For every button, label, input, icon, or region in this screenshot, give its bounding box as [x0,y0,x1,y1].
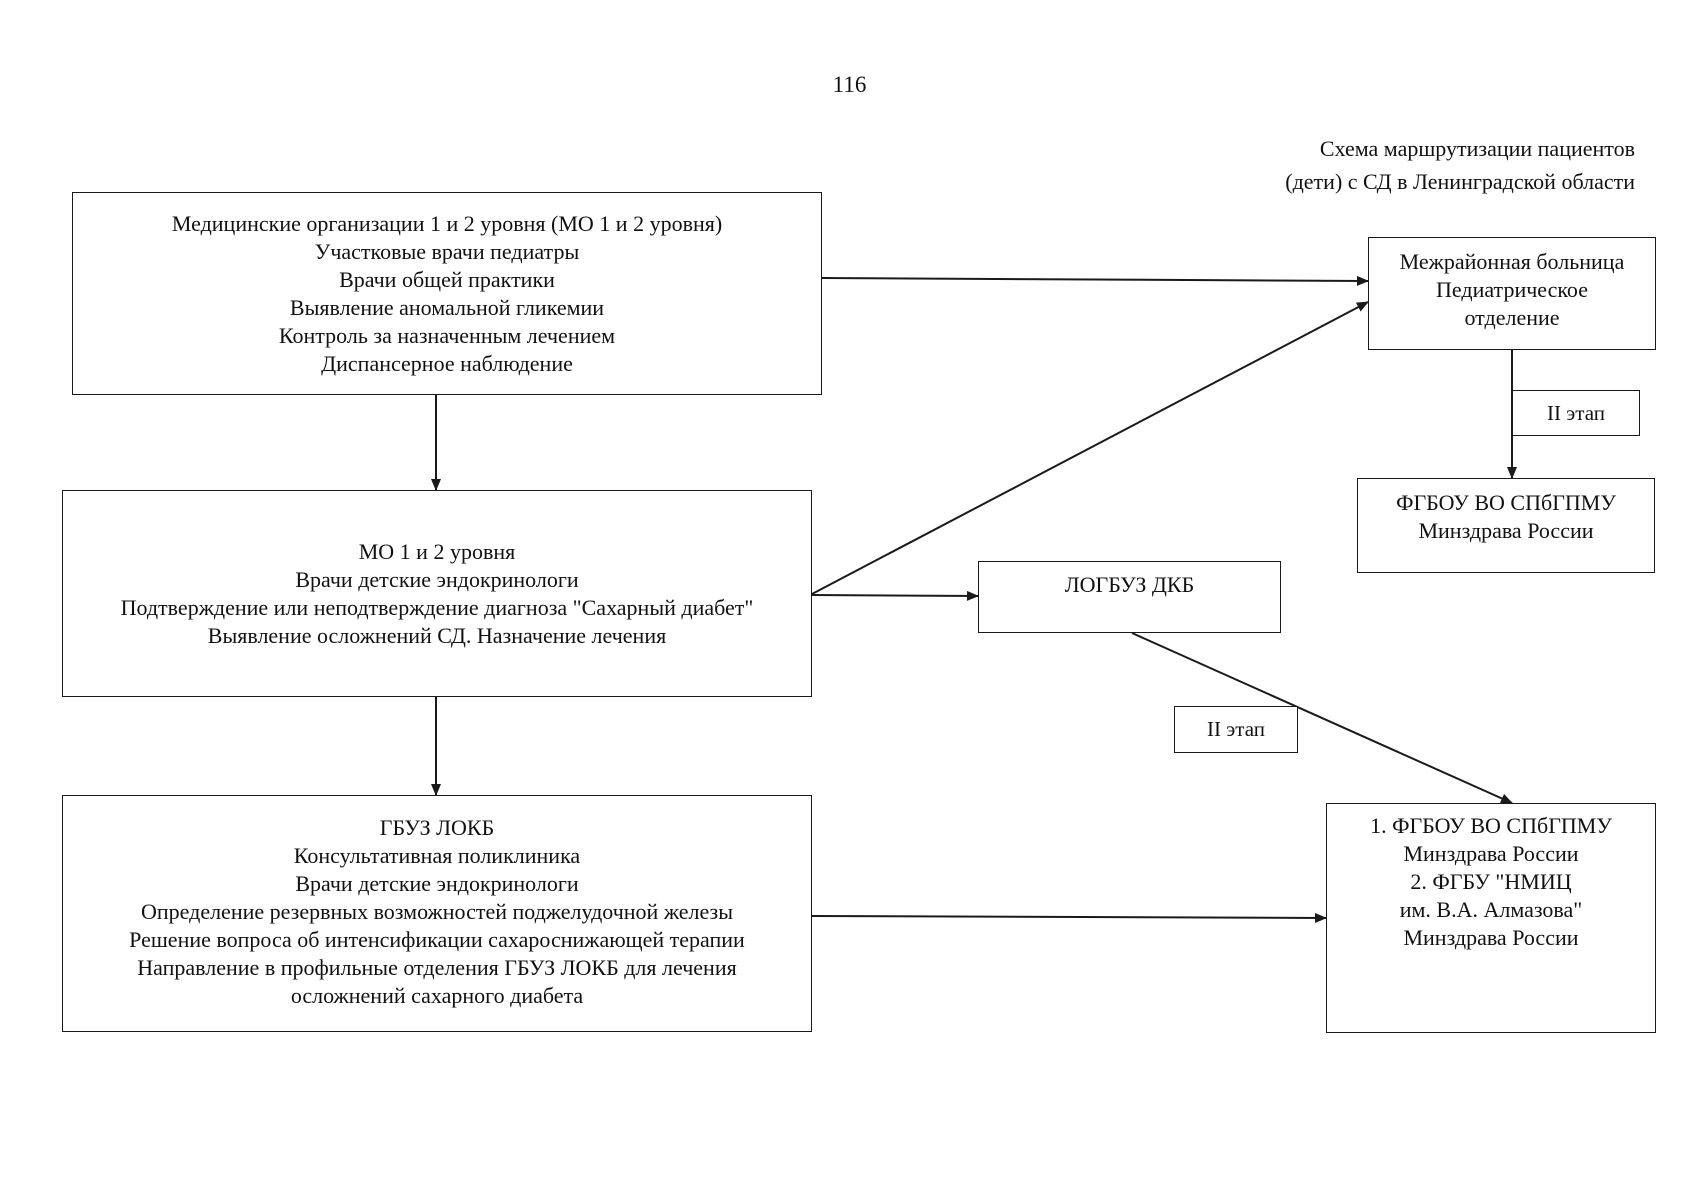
box-regional-line-2: Консультативная поликлиника [293,843,581,868]
diagram-caption: Схема маршрутизации пациентов (дети) с С… [1285,132,1635,198]
box-endocrinology-line-3: Подтверждение или неподтверждение диагно… [120,594,754,620]
stage-label-lower: II этап [1174,706,1298,753]
box-endocrinology-line-1: МО 1 и 2 уровня [358,538,516,564]
box-primary-care-line-4: Выявление аномальной гликемии [289,295,605,320]
box-endocrinology-line-4: Выявление осложнений СД. Назначение лече… [207,622,667,648]
box-federal-line-5: Минздрава России [1403,925,1579,950]
box-endocrinology-line-2: Врачи детские эндокринологи [295,566,579,592]
box-regional-line-4: Определение резервных возможностей подже… [140,899,733,924]
box-federal-centers: 1. ФГБОУ ВО СПбГПМУ Минздрава России 2. … [1326,803,1656,1033]
box-spbgpmu-line-2: Минздрава России [1418,518,1594,543]
box-spbgpmu-line-1: ФГБОУ ВО СПбГПМУ [1396,490,1616,515]
box-federal-line-4: им. В.А. Алмазова" [1399,897,1583,922]
arrow-primary-to-interdistrict [821,275,1369,286]
caption-line-1: Схема маршрутизации пациентов [1319,136,1635,161]
box-regional-line-6: Направление в профильные отделения ГБУЗ … [137,955,737,980]
box-federal-line-1: 1. ФГБОУ ВО СПбГПМУ [1370,813,1612,838]
arrow-endocrinology-to-logbuz [811,590,979,601]
arrow-regional-to-federal [811,912,1327,923]
box-interdistrict-line-3: отделение [1464,305,1560,330]
box-interdistrict-hospital: Межрайонная больница Педиатрическое отде… [1368,237,1656,350]
caption-line-2: (дети) с СД в Ленинградской области [1285,169,1635,194]
box-primary-care-line-2: Участковые врачи педиатры [314,239,580,264]
page-number: 116 [832,72,867,97]
box-spbgpmu: ФГБОУ ВО СПбГПМУ Минздрава России [1357,478,1655,573]
box-federal-line-3: 2. ФГБУ "НМИЦ [1410,869,1572,894]
arrow-endocrinology-to-interdistrict [811,301,1369,595]
box-primary-care-line-6: Диспансерное наблюдение [321,351,573,376]
stage-label-upper: II этап [1512,390,1640,436]
box-interdistrict-line-2: Педиатрическое [1436,277,1588,302]
box-primary-care-line-3: Врачи общей практики [339,267,555,292]
box-primary-care-line-5: Контроль за назначенным лечением [278,323,616,348]
box-regional-line-3: Врачи детские эндокринологи [295,871,579,896]
box-logbuz-line-1: ЛОГБУЗ ДКБ [1064,572,1195,597]
box-regional-line-5: Решение вопроса об интенсификации сахаро… [129,927,745,952]
box-regional-hospital: ГБУЗ ЛОКБ Консультативная поликлиника Вр… [62,795,812,1032]
box-primary-care-line-1: Медицинские организации 1 и 2 уровня (МО… [171,211,723,236]
box-endocrinology: МО 1 и 2 уровня Врачи детские эндокринол… [62,490,812,697]
box-primary-care: Медицинские организации 1 и 2 уровня (МО… [72,192,822,395]
box-regional-line-7: осложнений сахарного диабета [290,983,584,1008]
box-logbuz-dkb: ЛОГБУЗ ДКБ [978,561,1281,633]
box-regional-line-1: ГБУЗ ЛОКБ [379,815,495,840]
box-federal-line-2: Минздрава России [1403,841,1579,866]
box-interdistrict-line-1: Межрайонная больница [1399,249,1625,274]
